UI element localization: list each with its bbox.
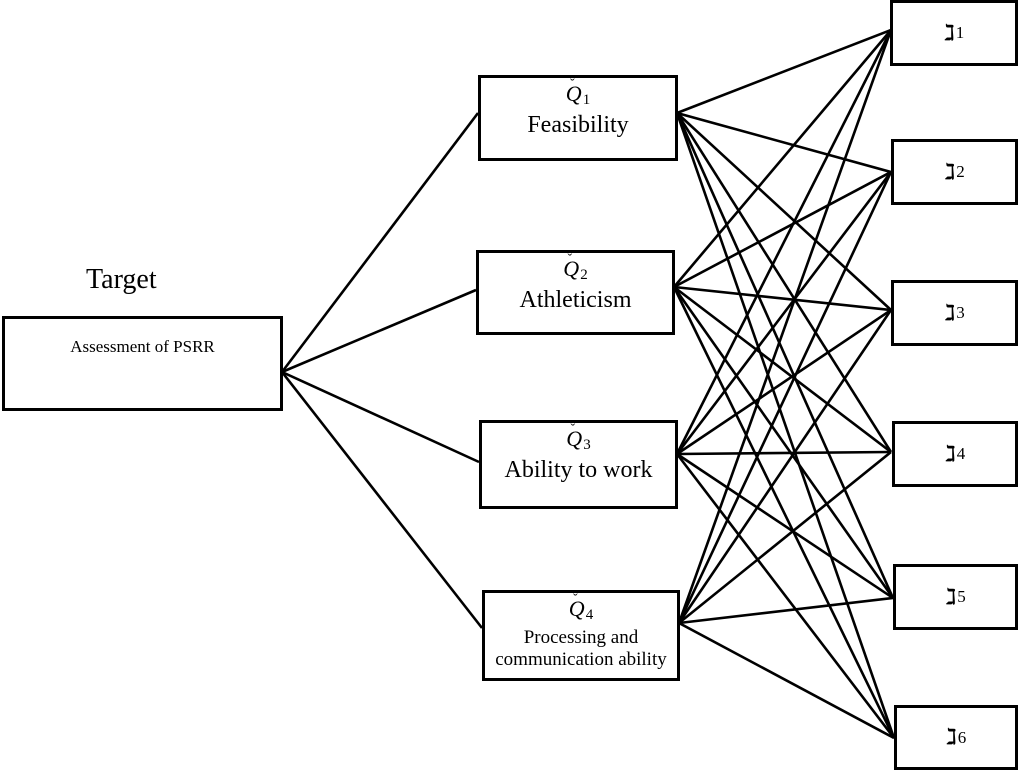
- edge-criterion-2-to-alternative-2: [673, 170, 892, 289]
- criterion-name: Athleticism: [519, 287, 632, 313]
- edge-criterion-3-to-alternative-2: [675, 171, 893, 455]
- edge-criterion-2-to-alternative-6: [672, 286, 896, 739]
- gimel-symbol: ℷ: [944, 159, 956, 185]
- gimel-symbol: ℷ: [945, 725, 957, 750]
- edge-goal-to-criterion-4: [280, 371, 484, 629]
- edge-criterion-4-to-alternative-1: [677, 29, 893, 624]
- edge-criterion-1-to-alternative-5: [675, 112, 895, 599]
- edge-criterion-3-to-alternative-4: [676, 450, 892, 456]
- edge-criterion-4-to-alternative-5: [678, 596, 894, 625]
- edge-criterion-2-to-alternative-5: [672, 286, 895, 599]
- gimel-symbol: ℷ: [944, 300, 956, 326]
- edge-criterion-3-to-alternative-5: [676, 452, 894, 600]
- edge-criterion-2-to-alternative-4: [673, 285, 892, 454]
- edge-criterion-1-to-alternative-1: [676, 28, 892, 115]
- edge-criterion-1-to-alternative-4: [675, 112, 893, 453]
- edge-criterion-4-to-alternative-3: [677, 309, 893, 624]
- gimel-symbol: ℷ: [945, 584, 957, 610]
- edge-criterion-1-to-alternative-6: [675, 112, 896, 739]
- edge-criterion-4-to-alternative-2: [677, 171, 893, 624]
- edge-goal-to-criterion-2: [281, 288, 477, 374]
- edge-criterion-3-to-alternative-3: [676, 308, 892, 456]
- criterion-name: Ability to work: [504, 457, 653, 483]
- criterion-name: Feasibility: [527, 112, 629, 138]
- edge-criterion-4-to-alternative-4: [678, 450, 892, 625]
- goal-box: Assessment of PSRR: [2, 316, 283, 411]
- edge-criterion-3-to-alternative-6: [675, 453, 896, 739]
- edge-goal-to-criterion-3: [281, 370, 480, 464]
- goal-text: Assessment of PSRR: [70, 337, 215, 356]
- criterion-name: Processing and communication ability: [495, 627, 667, 670]
- edge-criterion-2-to-alternative-3: [673, 285, 892, 312]
- edge-criterion-2-to-alternative-1: [673, 29, 892, 288]
- edge-criterion-4-to-alternative-6: [678, 621, 895, 740]
- gimel-symbol: ℷ: [944, 441, 956, 467]
- goal-title: Target: [86, 264, 157, 295]
- edge-goal-to-criterion-1: [280, 112, 480, 373]
- gimel-symbol: ℷ: [943, 20, 955, 46]
- edge-criterion-1-to-alternative-2: [676, 111, 892, 174]
- edge-criterion-1-to-alternative-3: [676, 112, 892, 311]
- edge-criterion-3-to-alternative-1: [675, 29, 893, 455]
